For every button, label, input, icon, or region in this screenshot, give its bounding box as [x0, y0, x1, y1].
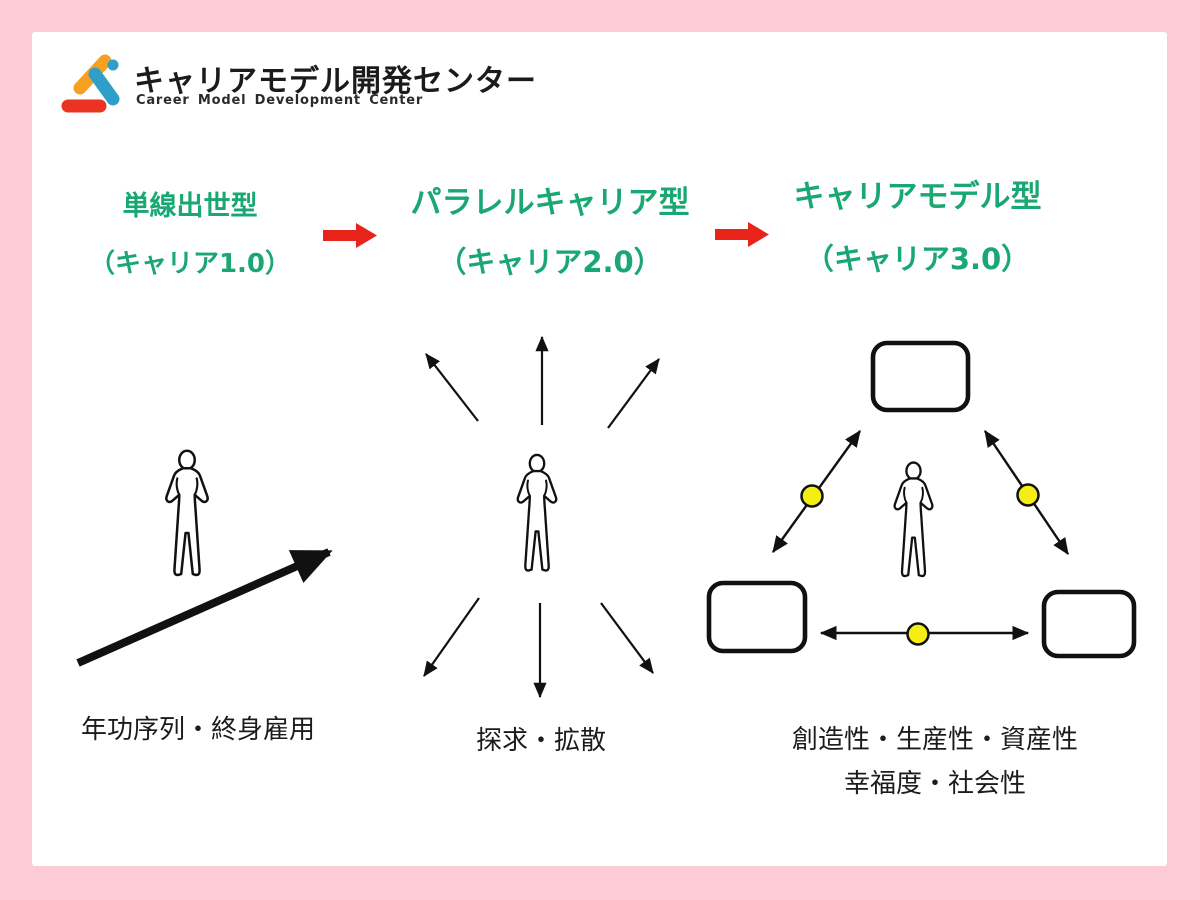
connector-dot-icon	[906, 622, 930, 646]
logo-subtitle: Career Model Development Center	[136, 93, 424, 108]
connector-dot-icon	[1016, 483, 1040, 507]
career-box-left	[706, 580, 808, 654]
stage-2-caption: 探求・拡散	[475, 726, 606, 756]
growth-arrow-icon	[76, 548, 333, 667]
logo-title: キャリアモデル開発センター	[134, 64, 537, 99]
career-box-top	[870, 340, 971, 413]
right-arrow-icon	[323, 223, 377, 248]
logo-blue-bar	[88, 67, 120, 106]
stage-3-caption-line2: 幸福度・社会性	[843, 769, 1026, 799]
person-figure-icon	[165, 449, 209, 577]
stage-2-name: パラレルキャリア型	[410, 185, 690, 221]
stage-1-diagram	[76, 449, 333, 667]
connector-dot-icon	[800, 484, 824, 508]
stage-3-version: （キャリア3.0）	[804, 242, 1031, 276]
stage-2-version: （キャリア2.0）	[437, 245, 663, 279]
content-card	[32, 32, 1167, 866]
logo-blue-dot	[107, 59, 119, 71]
stage-1-caption: 年功序列・終身雇用	[80, 715, 315, 745]
stage-1-name: 単線出世型	[122, 191, 258, 222]
person-figure-icon	[893, 461, 934, 578]
radiating-arrow-down-right-icon	[600, 602, 654, 674]
stage-1-version: （キャリア1.0）	[88, 249, 292, 279]
person-figure-icon	[516, 453, 558, 572]
stage-3-caption-line1: 創造性・生産性・資産性	[791, 725, 1078, 755]
radiating-arrow-up-right-icon	[607, 358, 660, 429]
stage-2-diagram	[423, 335, 660, 699]
radiating-arrow-down-left-icon	[423, 597, 480, 677]
right-arrow-icon	[715, 222, 769, 247]
transition-arrow-1-icon	[323, 223, 377, 248]
logo-icon	[61, 54, 120, 113]
stage-3-diagram	[706, 340, 1137, 659]
stage-3-name: キャリアモデル型	[793, 179, 1042, 215]
radiating-arrow-up-left-icon	[425, 353, 479, 422]
career-box-right	[1041, 589, 1137, 659]
transition-arrow-2-icon	[715, 222, 769, 247]
